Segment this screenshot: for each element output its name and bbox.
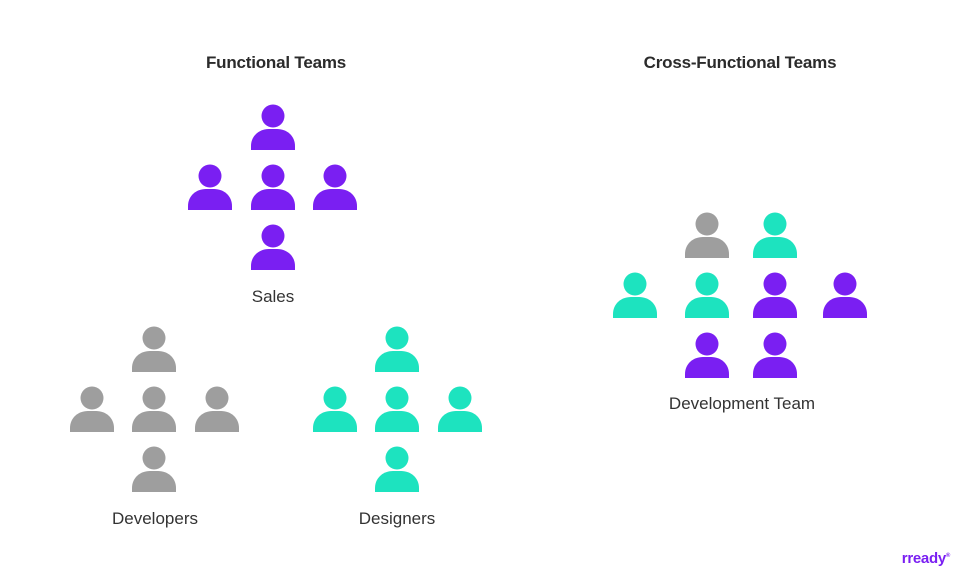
- development-team-label: Development Team: [668, 394, 816, 413]
- person-icon: [250, 104, 296, 150]
- person-icon: [131, 326, 177, 372]
- sales-label: Sales: [251, 287, 295, 306]
- person-icon: [250, 164, 296, 210]
- person-icon: [194, 386, 240, 432]
- logo-registered-mark: ®: [945, 553, 950, 559]
- logo-text: rready: [901, 550, 946, 567]
- person-icon: [312, 164, 358, 210]
- rready-logo: rready®: [901, 550, 951, 567]
- person-icon: [131, 386, 177, 432]
- person-icon: [374, 386, 420, 432]
- person-icon: [437, 386, 483, 432]
- person-icon: [187, 164, 233, 210]
- person-icon: [822, 272, 868, 318]
- person-icon: [250, 224, 296, 270]
- person-icon: [69, 386, 115, 432]
- designers-label: Designers: [358, 509, 436, 528]
- person-icon: [312, 386, 358, 432]
- person-icon: [684, 272, 730, 318]
- person-icon: [752, 332, 798, 378]
- functional-teams-heading: Functional Teams: [205, 53, 347, 72]
- person-icon: [752, 272, 798, 318]
- developers-label: Developers: [112, 509, 198, 528]
- person-icon: [612, 272, 658, 318]
- person-icon: [684, 212, 730, 258]
- person-icon: [684, 332, 730, 378]
- cross-functional-teams-heading: Cross-Functional Teams: [643, 53, 837, 72]
- person-icon: [131, 446, 177, 492]
- person-icon: [374, 326, 420, 372]
- person-icon: [752, 212, 798, 258]
- person-icon: [374, 446, 420, 492]
